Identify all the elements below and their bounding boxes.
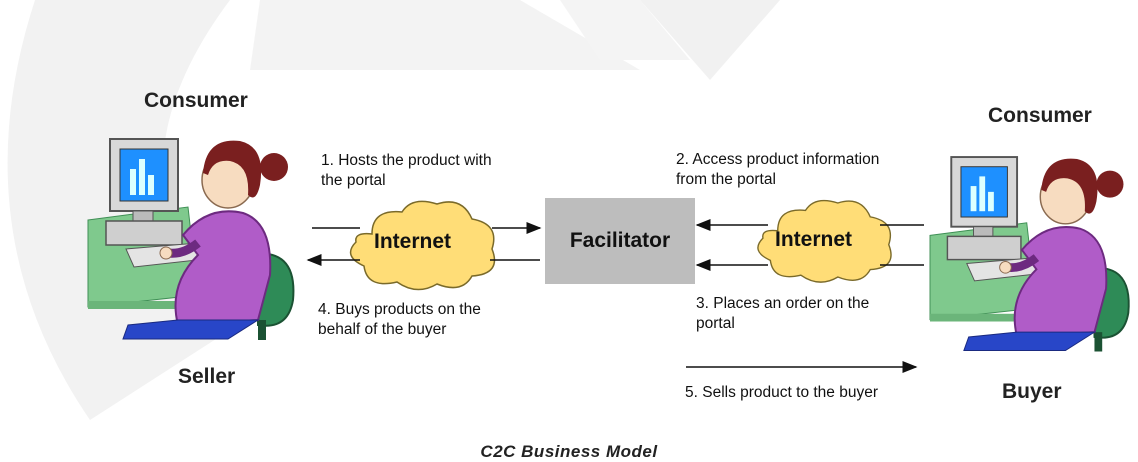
facilitator-box: Facilitator <box>545 198 695 284</box>
right-internet-cloud-icon <box>757 199 892 283</box>
buyer-label: Buyer <box>1002 380 1062 403</box>
step1-text: 1. Hosts the product with the portal <box>321 152 492 189</box>
seller-label: Seller <box>178 365 236 388</box>
seller-consumer-label: Consumer <box>144 89 248 112</box>
seller-computer-user-icon <box>87 138 295 340</box>
step5-text: 5. Sells product to the buyer <box>685 384 879 401</box>
right-internet-label: Internet <box>775 228 853 251</box>
left-internet-label: Internet <box>374 230 452 253</box>
step2-text: 2. Access product information from the p… <box>676 151 880 188</box>
facilitator-label: Facilitator <box>569 229 671 252</box>
diagram-caption: C2C Business Model <box>480 442 658 461</box>
buyer-computer-user-icon <box>929 156 1130 352</box>
step4-text: 4. Buys products on the behalf of the bu… <box>318 301 481 338</box>
step3-text: 3. Places an order on the portal <box>696 295 870 332</box>
buyer-consumer-label: Consumer <box>988 104 1092 127</box>
